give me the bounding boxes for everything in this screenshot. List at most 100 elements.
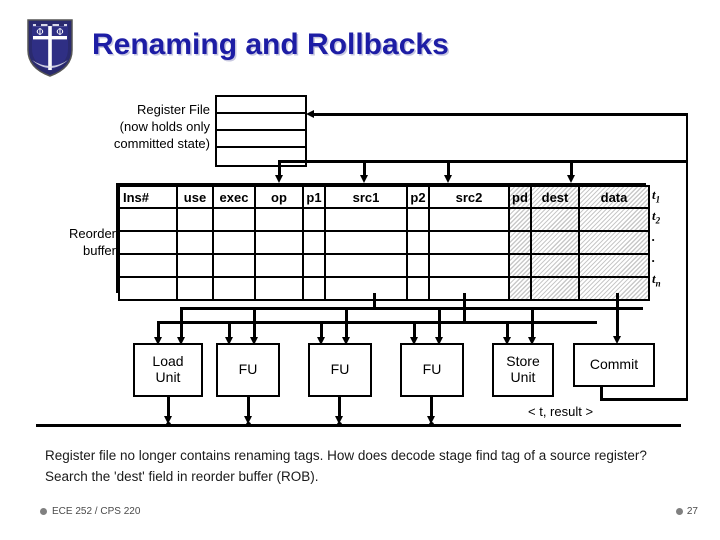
cell-data[interactable] [578, 207, 650, 232]
fu-drop-fu2-b [345, 307, 348, 338]
cell-src2[interactable] [428, 253, 510, 278]
fu-drop-fu2-a [320, 321, 323, 338]
cell-exec[interactable] [212, 276, 256, 301]
register-file-row [217, 97, 305, 114]
result-arrow-fu3 [426, 416, 435, 424]
cell-op[interactable] [254, 253, 304, 278]
cell-src2[interactable] [428, 276, 510, 301]
cell-dest[interactable] [530, 253, 580, 278]
bullet-icon [675, 508, 683, 515]
rob-tag-2: t2 [652, 208, 661, 226]
cell-use[interactable] [176, 207, 214, 232]
cell-pd[interactable] [508, 230, 532, 255]
rob-output-riser-1 [373, 293, 376, 308]
cell-p2[interactable] [406, 253, 430, 278]
column-header-use: use [176, 185, 214, 209]
cell-op[interactable] [254, 230, 304, 255]
fu-arrow-store-b [527, 337, 536, 345]
fu-drop-load-a [157, 321, 160, 338]
table-row [118, 276, 650, 301]
cell-data[interactable] [578, 253, 650, 278]
cell-use[interactable] [176, 276, 214, 301]
cell-src1[interactable] [324, 207, 408, 232]
cell-p2[interactable] [406, 207, 430, 232]
result-arrow-fu1 [243, 416, 252, 424]
result-drop-fu1 [247, 397, 250, 418]
register-file-label-line1: Register File [137, 102, 210, 117]
cell-p2[interactable] [406, 230, 430, 255]
fu-3-box[interactable]: FU [400, 343, 464, 397]
commit-feedback-wire-vertical [685, 113, 688, 400]
result-arrow-load [163, 416, 172, 424]
cell-op[interactable] [254, 207, 304, 232]
cell-op[interactable] [254, 276, 304, 301]
cell-exec[interactable] [212, 253, 256, 278]
fu-1-label: FU [238, 361, 258, 378]
cell-pd[interactable] [508, 207, 532, 232]
fu-drop-store-a [506, 321, 509, 338]
cell-pd[interactable] [508, 253, 532, 278]
fu-arrow-load-a [153, 337, 162, 345]
cell-ins[interactable] [118, 207, 178, 232]
result-bus-junction [337, 422, 342, 427]
fu-arrow-fu1-a [224, 337, 233, 345]
commit-unit-box[interactable]: Commit [573, 343, 655, 387]
cell-use[interactable] [176, 253, 214, 278]
cell-p1[interactable] [302, 230, 326, 255]
rob-input-arrow-3 [443, 175, 452, 183]
cell-use[interactable] [176, 230, 214, 255]
rob-input-arrow-1 [274, 175, 283, 183]
cell-p1[interactable] [302, 207, 326, 232]
commit-unit-label: Commit [589, 356, 639, 373]
cell-src1[interactable] [324, 276, 408, 301]
cell-exec[interactable] [212, 230, 256, 255]
result-drop-load [167, 397, 170, 418]
cell-exec[interactable] [212, 207, 256, 232]
commit-output-wire-right [600, 398, 688, 401]
load-unit-box[interactable]: Load Unit [133, 343, 203, 397]
cell-pd[interactable] [508, 276, 532, 301]
register-file-row [217, 131, 305, 148]
rob-tag-4: . [652, 250, 656, 265]
slide-number-label: 27 [686, 506, 698, 517]
cell-p2[interactable] [406, 276, 430, 301]
cell-dest[interactable] [530, 276, 580, 301]
cell-data[interactable] [578, 276, 650, 301]
cell-src1[interactable] [324, 253, 408, 278]
fu-arrow-load-b [176, 337, 185, 345]
table-row [118, 207, 650, 232]
column-header-data: data [578, 185, 650, 209]
cell-data[interactable] [578, 230, 650, 255]
commit-feedback-wire-horizontal [313, 113, 688, 116]
fu-arrow-fu2-b [341, 337, 350, 345]
slide-header: Φ Φ Renaming and Rollbacks [0, 0, 720, 90]
bullet-icon [40, 508, 47, 515]
column-header-p1: p1 [302, 185, 326, 209]
cell-dest[interactable] [530, 207, 580, 232]
cell-src2[interactable] [428, 207, 510, 232]
cell-p1[interactable] [302, 276, 326, 301]
register-file-box [215, 95, 307, 167]
fu-drop-fu3-a [413, 321, 416, 338]
cell-ins[interactable] [118, 230, 178, 255]
commit-input-arrow [612, 336, 621, 344]
cell-ins[interactable] [118, 253, 178, 278]
fu-arrow-fu2-a [316, 337, 325, 345]
store-unit-label-line2: Unit [510, 369, 536, 385]
commit-output-wire-down [600, 385, 603, 400]
register-file-label-line3: committed state) [113, 136, 210, 152]
cell-p1[interactable] [302, 253, 326, 278]
cell-src2[interactable] [428, 230, 510, 255]
cell-dest[interactable] [530, 230, 580, 255]
fu-2-box[interactable]: FU [308, 343, 372, 397]
cell-src1[interactable] [324, 230, 408, 255]
page-title: Renaming and Rollbacks [92, 28, 449, 61]
fu-1-box[interactable]: FU [216, 343, 280, 397]
rob-input-bus-drop-1 [278, 160, 281, 176]
column-header-ins: Ins# [118, 185, 178, 209]
column-header-pd: pd [508, 185, 532, 209]
result-bus-junction [166, 422, 171, 427]
store-unit-box[interactable]: Store Unit [492, 343, 554, 397]
cell-ins[interactable] [118, 276, 178, 301]
